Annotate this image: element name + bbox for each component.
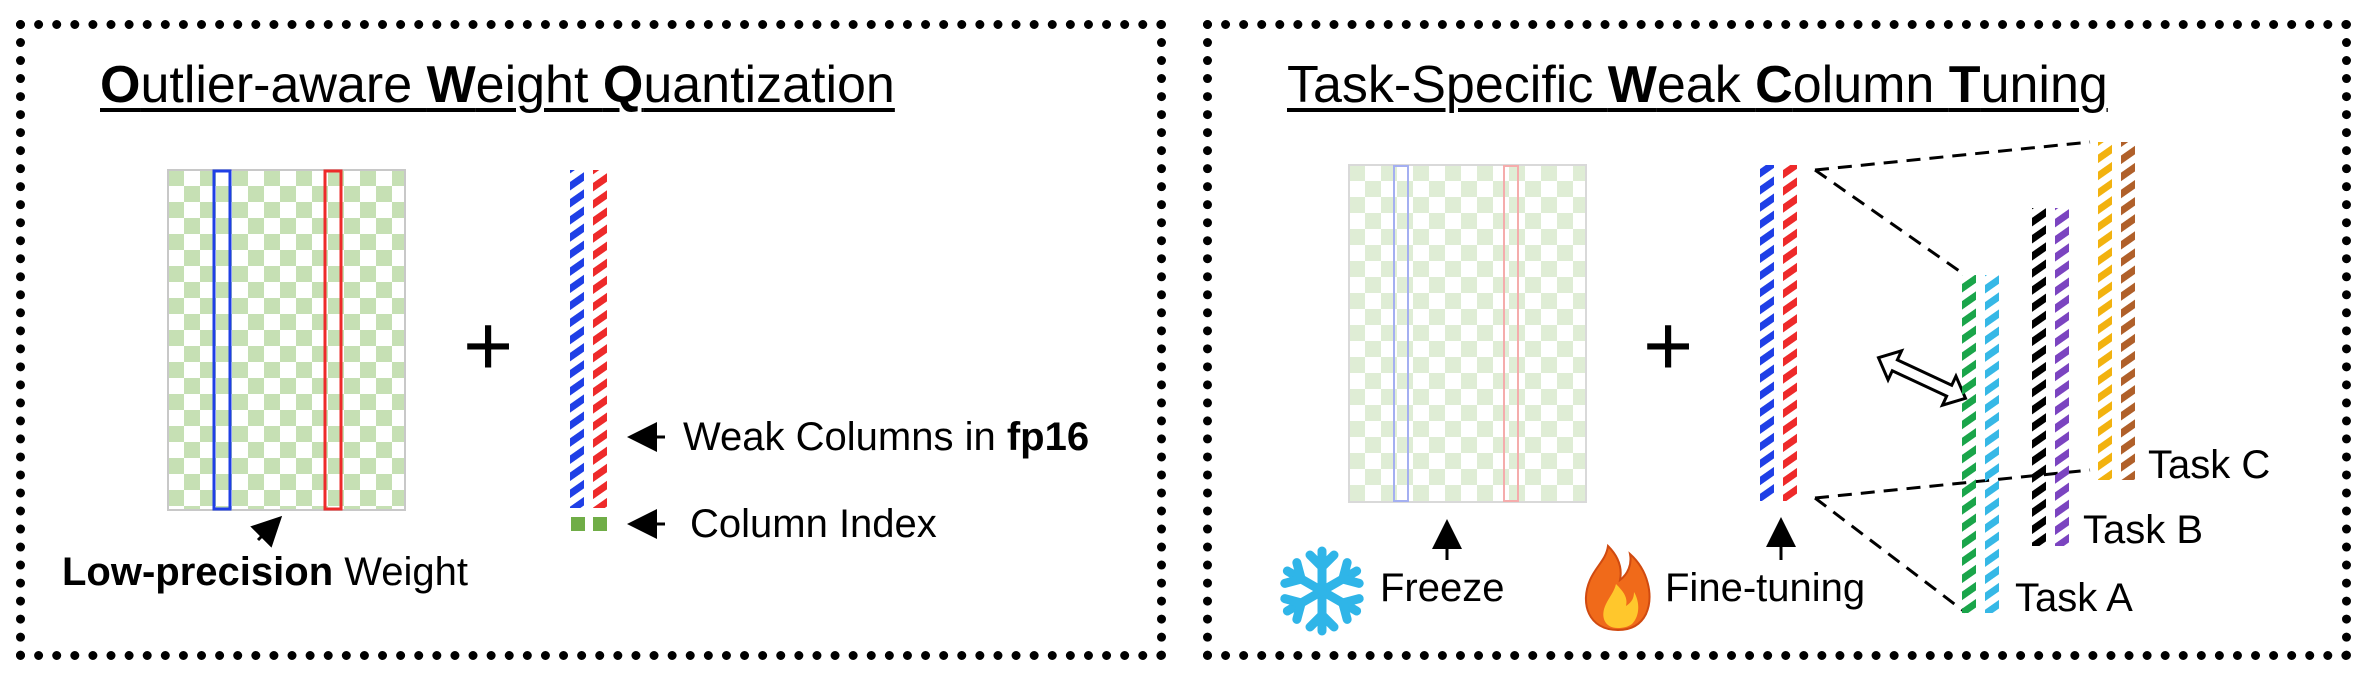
title-part: uning: [1980, 56, 2108, 114]
snowflake-icon: [1281, 546, 1362, 631]
fire-icon: [1584, 543, 1651, 632]
fine-tuned-weak-columns: [1760, 165, 1797, 501]
title-part: eight: [475, 56, 603, 114]
title-part: W: [426, 56, 476, 114]
title-part: W: [1607, 56, 1657, 114]
title-part: uantization: [643, 56, 895, 114]
low-precision-weight-label: Low-precision Weight: [62, 550, 468, 595]
title-part: T: [1948, 56, 1981, 114]
frozen-weight-matrix: [1348, 164, 1587, 503]
title-part: olumn: [1792, 56, 1949, 114]
projection-lines: [1814, 140, 2091, 614]
weak-columns-text: Weak Columns in: [683, 415, 1007, 459]
plus-sign: +: [463, 298, 514, 394]
weak-column-tuning-panel: [1203, 20, 2351, 660]
freeze-label: Freeze: [1380, 566, 1505, 610]
column-index-label: Column Index: [690, 502, 937, 546]
low-precision-weight-matrix: [167, 169, 406, 511]
outlier-aware-quantization-panel: [16, 20, 1166, 660]
right-panel-title: Task-Specific Weak Column Tuning: [1287, 55, 2108, 115]
weak-columns-format: fp16: [1006, 415, 1090, 459]
weak-columns-label: Weak Columns in fp16: [683, 415, 1089, 460]
task-a-columns: [1962, 275, 1999, 613]
title-part: C: [1755, 56, 1793, 114]
plus-sign: +: [1643, 298, 1694, 394]
low-precision-rest: Weight: [333, 550, 469, 594]
task-b-label: Task B: [2083, 508, 2204, 552]
red-outlier-column: [323, 169, 343, 511]
task-c-columns: [2098, 142, 2135, 480]
double-arrow-icon: [1876, 348, 1968, 408]
title-part: utlier-aware: [140, 56, 427, 114]
task-c-label: Task C: [2148, 443, 2271, 487]
low-precision-bold: Low-precision: [62, 550, 334, 594]
blue-outlier-column: [212, 169, 232, 511]
column-index-blocks: [571, 517, 607, 531]
low-precision-arrow: [250, 515, 283, 548]
task-b-columns: [2032, 208, 2069, 546]
task-a-label: Task A: [2015, 576, 2133, 620]
left-panel-title: Outlier-aware Weight Quantization: [100, 55, 895, 115]
title-part: Q: [602, 56, 644, 114]
finetune-label: Fine-tuning: [1665, 566, 1866, 610]
title-part: O: [100, 56, 141, 114]
weak-columns-fp16: [570, 170, 607, 508]
title-part: Task-Specific: [1287, 56, 1608, 114]
title-part: eak: [1656, 56, 1756, 114]
